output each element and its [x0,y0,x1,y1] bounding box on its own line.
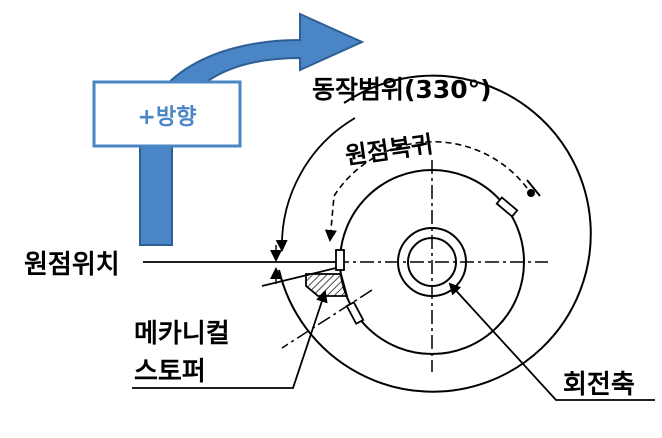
stopper-leader-line [132,290,328,389]
rotation-axis-leader-line [448,282,655,401]
origin-position-label: 원점위치 [24,250,120,280]
direction-label: +방향 [138,105,197,130]
outer-range-circle [278,74,592,393]
mechanical-stopper-label-line2: 스토퍼 [134,357,206,387]
operating-range-label: 동작범위(330°) [312,75,492,104]
rotation-axis-label: 회전축 [563,370,635,400]
origin-return-label: 원점복귀 [343,130,434,170]
mechanical-stopper-block [305,273,349,297]
upper-right-tab [495,196,519,218]
sensor-dot [527,189,535,197]
direction-box: +방향 [92,80,242,148]
stopper-reference-line [261,267,337,287]
stopper-angle-dashed-line [281,289,373,349]
origin-dog-tab [335,249,345,271]
mechanical-stopper-label-line1: 메카니컬 [134,319,230,349]
sensor-line [526,179,541,197]
origin-return-dashed-arc [324,140,528,242]
range-arrow-left [275,117,356,252]
